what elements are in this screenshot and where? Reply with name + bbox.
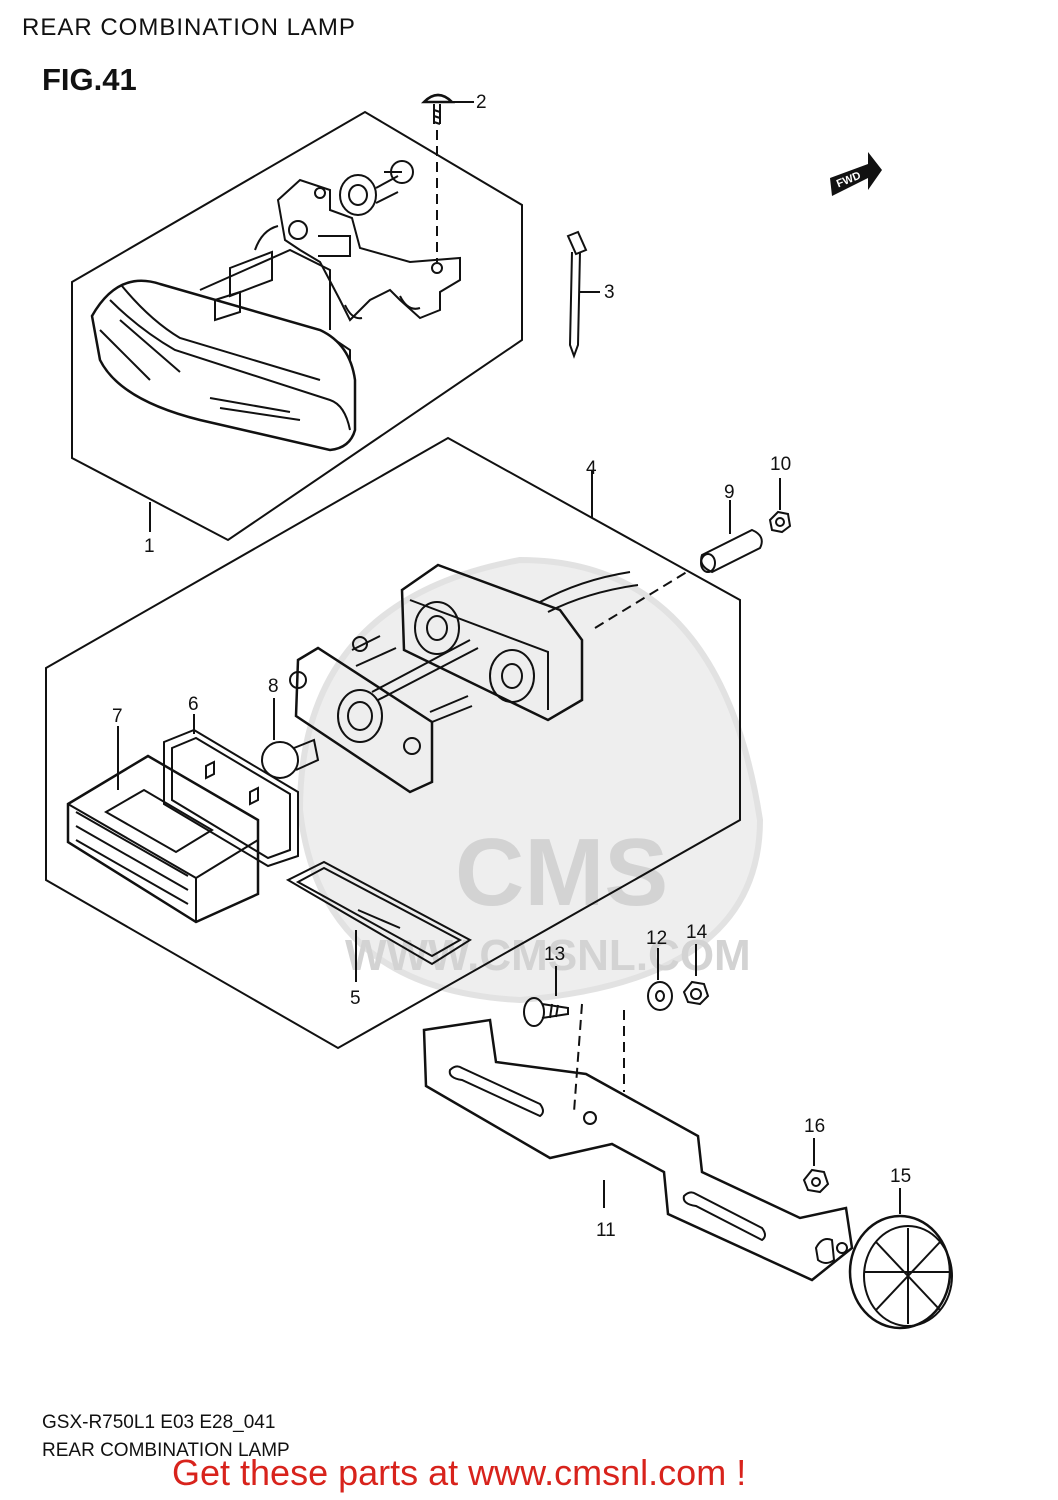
gasket-part-6 bbox=[163, 714, 299, 868]
fwd-direction-tag: FWD bbox=[830, 152, 882, 196]
callout-9: 9 bbox=[724, 482, 735, 503]
callout-16: 16 bbox=[804, 1116, 825, 1137]
page-title: REAR COMBINATION LAMP bbox=[22, 14, 356, 41]
callout-4: 4 bbox=[586, 458, 597, 479]
nut-part-10 bbox=[768, 478, 792, 534]
callout-8: 8 bbox=[268, 676, 279, 697]
bolt-part-13 bbox=[523, 966, 583, 1113]
spacer-collar-part-9 bbox=[700, 500, 763, 574]
callout-13: 13 bbox=[544, 944, 565, 965]
callout-12: 12 bbox=[646, 928, 667, 949]
lamp-lens-part-7 bbox=[66, 726, 260, 924]
callout-7: 7 bbox=[112, 706, 123, 727]
callout-10: 10 bbox=[770, 454, 791, 475]
reflector-part-15 bbox=[848, 1188, 953, 1330]
screw-part-2 bbox=[420, 93, 474, 262]
cta-link[interactable]: Get these parts at www.cmsnl.com ! bbox=[172, 1452, 747, 1493]
callout-2: 2 bbox=[476, 92, 487, 113]
lamp-mount-bracket bbox=[276, 178, 461, 322]
watermark-brand: CMS bbox=[455, 819, 668, 926]
callout-11: 11 bbox=[596, 1220, 616, 1241]
watermark-url: WWW.CMSNL.COM bbox=[345, 931, 751, 980]
lens-gasket-part-5 bbox=[285, 860, 472, 982]
cable-tie-part-3 bbox=[566, 230, 600, 359]
washer-part-12 bbox=[623, 948, 673, 1092]
callout-1: 1 bbox=[144, 536, 155, 557]
footer-title: REAR COMBINATION LAMP bbox=[42, 1440, 290, 1461]
lower-assembly-box bbox=[45, 436, 741, 1050]
bulb-socket-plate bbox=[289, 635, 479, 794]
reflector-bracket-part-11 bbox=[422, 1018, 854, 1282]
callout-15: 15 bbox=[890, 1166, 911, 1187]
figure-label: FIG.41 bbox=[42, 62, 137, 97]
nut-part-16 bbox=[802, 1138, 830, 1194]
callout-5: 5 bbox=[350, 988, 361, 1009]
bulb-part-8 bbox=[261, 698, 320, 779]
callout-3: 3 bbox=[604, 282, 615, 303]
tail-lamp-housing bbox=[90, 225, 357, 452]
grommet-collar bbox=[339, 160, 414, 216]
nut-part-14 bbox=[682, 944, 710, 1006]
model-code: GSX-R750L1 E03 E28_041 bbox=[42, 1412, 276, 1433]
upper-assembly-box bbox=[71, 110, 523, 542]
callout-6: 6 bbox=[188, 694, 199, 715]
callout-14: 14 bbox=[686, 922, 708, 943]
callout-labels: 1 2 3 4 5 6 7 8 9 10 11 12 13 14 15 16 bbox=[112, 92, 911, 1241]
